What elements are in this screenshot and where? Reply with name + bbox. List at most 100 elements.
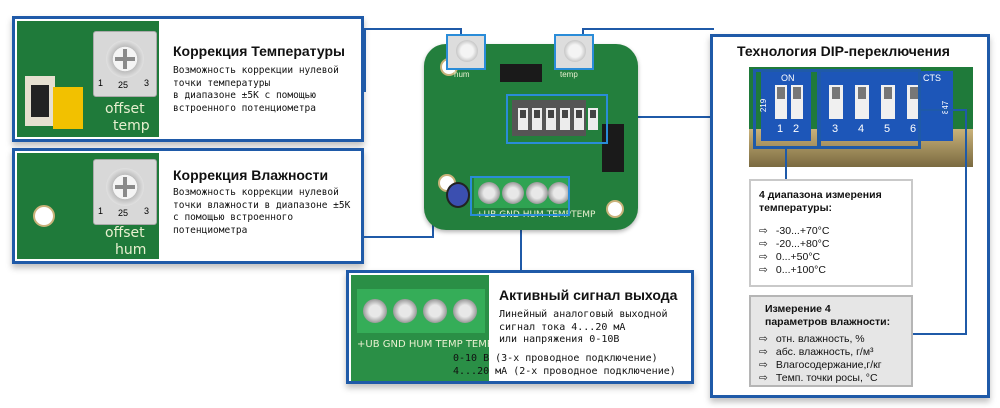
desc-line: точки температуры — [173, 77, 271, 89]
terminal-label: +UB — [357, 339, 380, 350]
temp-range-title: 4 диапазона измерения температуры: — [759, 189, 882, 215]
dip-cts-label: CTS — [923, 73, 941, 83]
arrow-right-icon: ⇨ — [759, 359, 768, 371]
dip-panel: Технология DIP-переключения ON 219 1 2 C… — [710, 34, 990, 398]
connector-line — [582, 28, 714, 30]
output-signal-panel: +UB GND HUM TEMP TEMP Активный сигнал вы… — [346, 270, 694, 384]
terminal-label: TEMP — [465, 339, 489, 350]
board-pot-label: hum — [454, 70, 470, 79]
desc-line: с помощью встроенного — [173, 212, 294, 223]
desc-line: или напряжения 0-10В — [499, 334, 620, 345]
hum-params-title: Измерение 4 параметров влажности: — [765, 303, 890, 329]
title-line: температуры: — [759, 202, 833, 214]
connector-line — [919, 109, 967, 111]
desc-line: сигнал тока 4...20 мА — [499, 321, 626, 333]
hum-correction-title: Коррекция Влажности — [173, 167, 329, 183]
dip-block-left: ON 219 1 2 — [759, 71, 811, 141]
silk-offset: offset — [105, 101, 145, 117]
connector-line — [460, 28, 462, 38]
hum-potentiometer: 1 25 3 — [93, 159, 157, 225]
desc-line: точки влажности в диапазоне ±5K — [173, 199, 351, 211]
connector-line — [965, 109, 967, 333]
hum-correction-desc: Возможность коррекции нулевой точки влаж… — [173, 187, 350, 237]
arrow-right-icon: ⇨ — [759, 225, 768, 237]
temp-correction-panel: 1 25 3 offset temp Коррекция Температуры… — [12, 16, 364, 142]
pot-label: 1 — [98, 206, 104, 216]
dip-left-highlight — [753, 69, 821, 149]
connector-line — [364, 28, 462, 30]
board-terminal-highlight — [470, 176, 570, 216]
list-item: -20...+80°C — [775, 238, 830, 250]
terminal-label: TEMP — [435, 339, 463, 350]
board-dip-highlight — [506, 94, 608, 144]
dip-number: 6 — [910, 123, 917, 135]
output-signal-title: Активный сигнал выхода — [499, 287, 678, 303]
dip-panel-title: Технология DIP-переключения — [737, 43, 950, 59]
list-item: 0...+50°C — [775, 251, 821, 263]
wiring-desc: 0-10 В (3-х проводное подключение) 4...2… — [453, 353, 676, 378]
arrow-right-icon: ⇨ — [759, 264, 768, 276]
silk-temp: temp — [113, 118, 150, 134]
temp-range-list: ⇨ -30...+70°C ⇨ -20...+80°C ⇨ 0...+50°C … — [759, 225, 829, 277]
dip-number: 4 — [858, 123, 865, 135]
dip-number: 2 — [793, 123, 800, 135]
pot-label: 3 — [144, 206, 150, 216]
output-signal-desc: Линейный аналоговый выходной сигнал тока… — [499, 309, 668, 347]
hum-pot-photo: 1 25 3 offset hum — [17, 153, 159, 259]
terminal-label: TEMP — [571, 210, 596, 220]
silk-hum: hum — [115, 242, 147, 258]
list-item: Влагосодержание,г/кг — [775, 359, 882, 371]
arrow-right-icon: ⇨ — [759, 251, 768, 263]
board-pot-hum-highlight — [446, 34, 486, 70]
arrow-right-icon: ⇨ — [759, 346, 768, 358]
list-item: 0...+100°C — [775, 264, 826, 276]
pot-label: 25 — [118, 208, 129, 218]
temp-pot-photo: 1 25 3 offset temp — [17, 21, 159, 137]
pot-label: 25 — [118, 80, 129, 90]
desc-line: 4...20 мА (2-х проводное подключение) — [453, 365, 676, 377]
desc-line: Возможность коррекции нулевой — [173, 187, 339, 198]
connector-line — [364, 28, 366, 92]
temp-correction-title: Коррекция Температуры — [173, 43, 345, 59]
hum-params-list: ⇨ отн. влажность, % ⇨ абс. влажность, г/… — [759, 333, 882, 385]
desc-line: Возможность коррекции нулевой — [173, 65, 339, 76]
arrow-right-icon: ⇨ — [759, 372, 768, 384]
title-line: 4 диапазона измерения — [759, 189, 882, 201]
connector-line — [520, 226, 522, 272]
connector-line — [913, 333, 967, 335]
dip-number: 1 — [777, 123, 784, 135]
desc-line: потенциометра — [173, 224, 248, 236]
list-item: -30...+70°C — [775, 225, 830, 237]
arrow-right-icon: ⇨ — [759, 238, 768, 250]
pot-label: 3 — [144, 78, 150, 88]
desc-line: встроенного потенциометра — [173, 102, 316, 114]
connector-line — [785, 149, 787, 179]
list-item: абс. влажность, г/м³ — [775, 346, 874, 358]
list-item: Темп. точки росы, °C — [775, 372, 878, 384]
board-pot-label: temp — [560, 70, 578, 79]
desc-line: в диапазоне ±5K с помощью — [173, 90, 316, 101]
terminal-photo: +UB GND HUM TEMP TEMP — [351, 275, 489, 381]
temp-potentiometer: 1 25 3 — [93, 31, 157, 97]
terminal-label: HUM — [408, 339, 433, 350]
sensor-board: +UB GND HUM TEMPTEMP — [424, 44, 638, 230]
terminal-label: GND — [382, 339, 406, 350]
temp-range-box: 4 диапазона измерения температуры: ⇨ -30… — [749, 179, 913, 287]
dip-right-highlight — [817, 69, 921, 149]
board-pot-temp-highlight — [554, 34, 594, 70]
dip-side-label: 847 — [941, 100, 951, 115]
silk-offset: offset — [105, 225, 145, 241]
connector-line — [608, 116, 712, 118]
title-line: Измерение 4 — [765, 303, 831, 315]
list-item: отн. влажность, % — [775, 333, 865, 345]
dip-on-label: ON — [781, 73, 795, 83]
connector-line — [582, 28, 584, 38]
hum-correction-panel: 1 25 3 offset hum Коррекция Влажности Во… — [12, 148, 364, 264]
desc-line: 0-10 В (3-х проводное подключение) — [453, 353, 658, 364]
arrow-right-icon: ⇨ — [759, 333, 768, 345]
hum-params-box: Измерение 4 параметров влажности: ⇨ отн.… — [749, 295, 913, 387]
temp-correction-desc: Возможность коррекции нулевой точки темп… — [173, 65, 339, 115]
dip-block-right: CTS 847 3 4 5 6 — [821, 71, 953, 141]
board-terminal-block — [474, 178, 570, 208]
dip-number: 3 — [832, 123, 839, 135]
